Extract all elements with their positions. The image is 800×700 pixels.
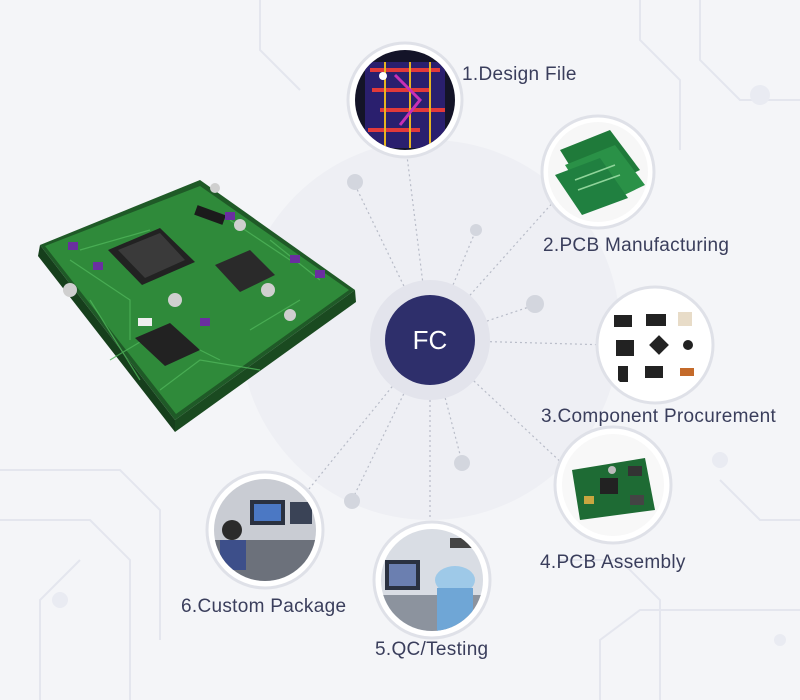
step-5-node: [372, 520, 492, 640]
step-3-label: 3.Component Procurement: [541, 406, 777, 427]
qc-technician-image: [381, 529, 483, 631]
assembled-pcb-image: [562, 434, 664, 536]
step-4-label: 4.PCB Assembly: [540, 552, 686, 573]
packaging-workstation-image: [214, 479, 316, 581]
hub-label: FC: [413, 325, 448, 355]
fc-hub: FC: [370, 280, 490, 400]
step-2-node: [540, 114, 656, 230]
bare-pcb-boards-image: [548, 122, 648, 222]
decor-dots: [344, 174, 544, 509]
step-6-label: 6.Custom Package: [181, 596, 347, 617]
step-5-label: 5.QC/Testing: [375, 639, 489, 660]
step-4-node: [553, 425, 673, 545]
step-2-label: 2.PCB Manufacturing: [543, 235, 730, 256]
pcb-board-illustration: [38, 180, 356, 432]
step-1-node: [346, 41, 464, 159]
step-3-node: [595, 285, 715, 405]
step-1-label: 1.Design File: [462, 64, 577, 85]
step-6-node: [205, 470, 325, 590]
electronic-components-image: [604, 294, 706, 396]
pcb-design-layout-image: [355, 50, 455, 150]
